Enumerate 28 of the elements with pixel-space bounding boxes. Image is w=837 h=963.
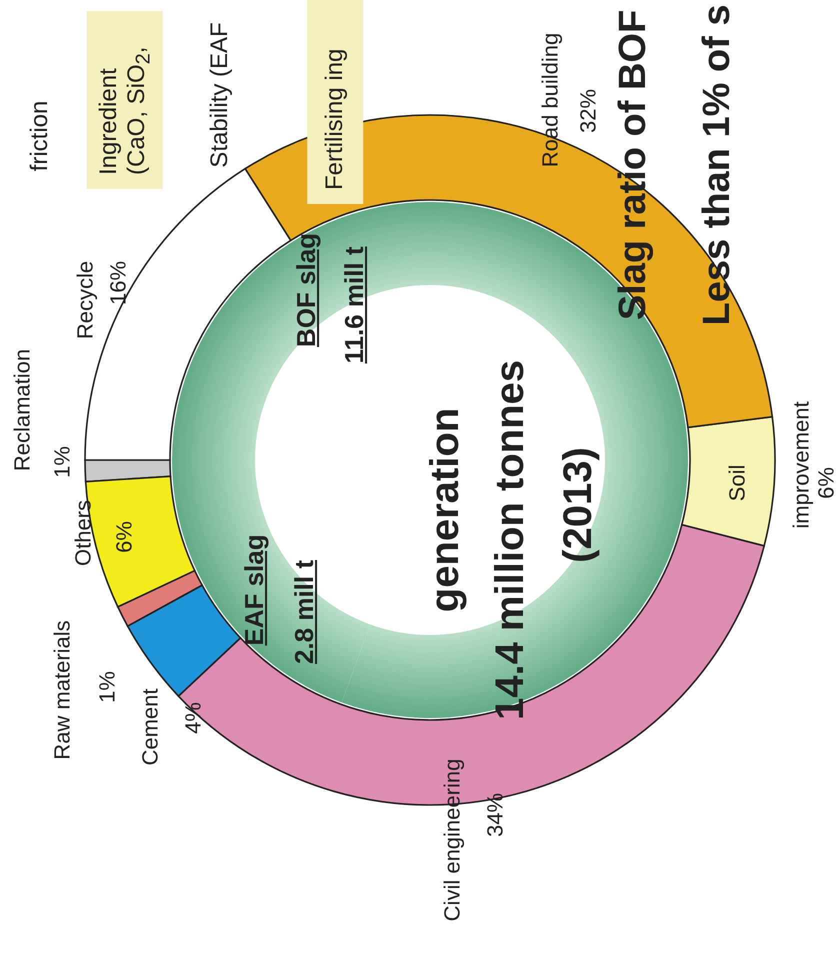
note-text: friction	[26, 100, 54, 172]
slag-label: EAF slag	[240, 534, 270, 646]
value-label: 34%	[482, 792, 508, 838]
value-label: 1%	[49, 446, 75, 478]
note-text: Stability (EAF	[206, 22, 234, 168]
category-label: Civil engineering	[439, 758, 465, 922]
value-label: 6%	[813, 467, 837, 499]
category-label: Cement	[137, 688, 163, 766]
center-title: 14.4 million tonnes	[487, 360, 533, 720]
value-label: 16%	[105, 260, 131, 306]
category-label: Raw materials	[49, 620, 75, 760]
slag-label: BOF slag	[292, 232, 322, 348]
category-label: Soil	[724, 464, 750, 502]
center-title: generation	[422, 408, 468, 612]
headline-text: Slag ratio of BOF	[612, 10, 656, 320]
value-label: 1%	[94, 671, 120, 703]
category-label: Others	[70, 500, 96, 566]
category-label: Road building	[537, 32, 563, 168]
slag-amount: 11.6 mill t	[340, 246, 370, 364]
category-label: Recycle	[72, 260, 98, 340]
value-label: 6%	[111, 521, 137, 553]
category-label: improvement	[788, 401, 814, 529]
value-label: 32%	[575, 88, 601, 134]
note-card: Fertilising ing	[307, 0, 363, 204]
category-label: Reclamation	[9, 348, 35, 472]
headline-text: Less than 1% of s	[696, 4, 740, 326]
slag-amount: 2.8 mill t	[290, 560, 320, 664]
center-title: (2013)	[555, 447, 601, 563]
